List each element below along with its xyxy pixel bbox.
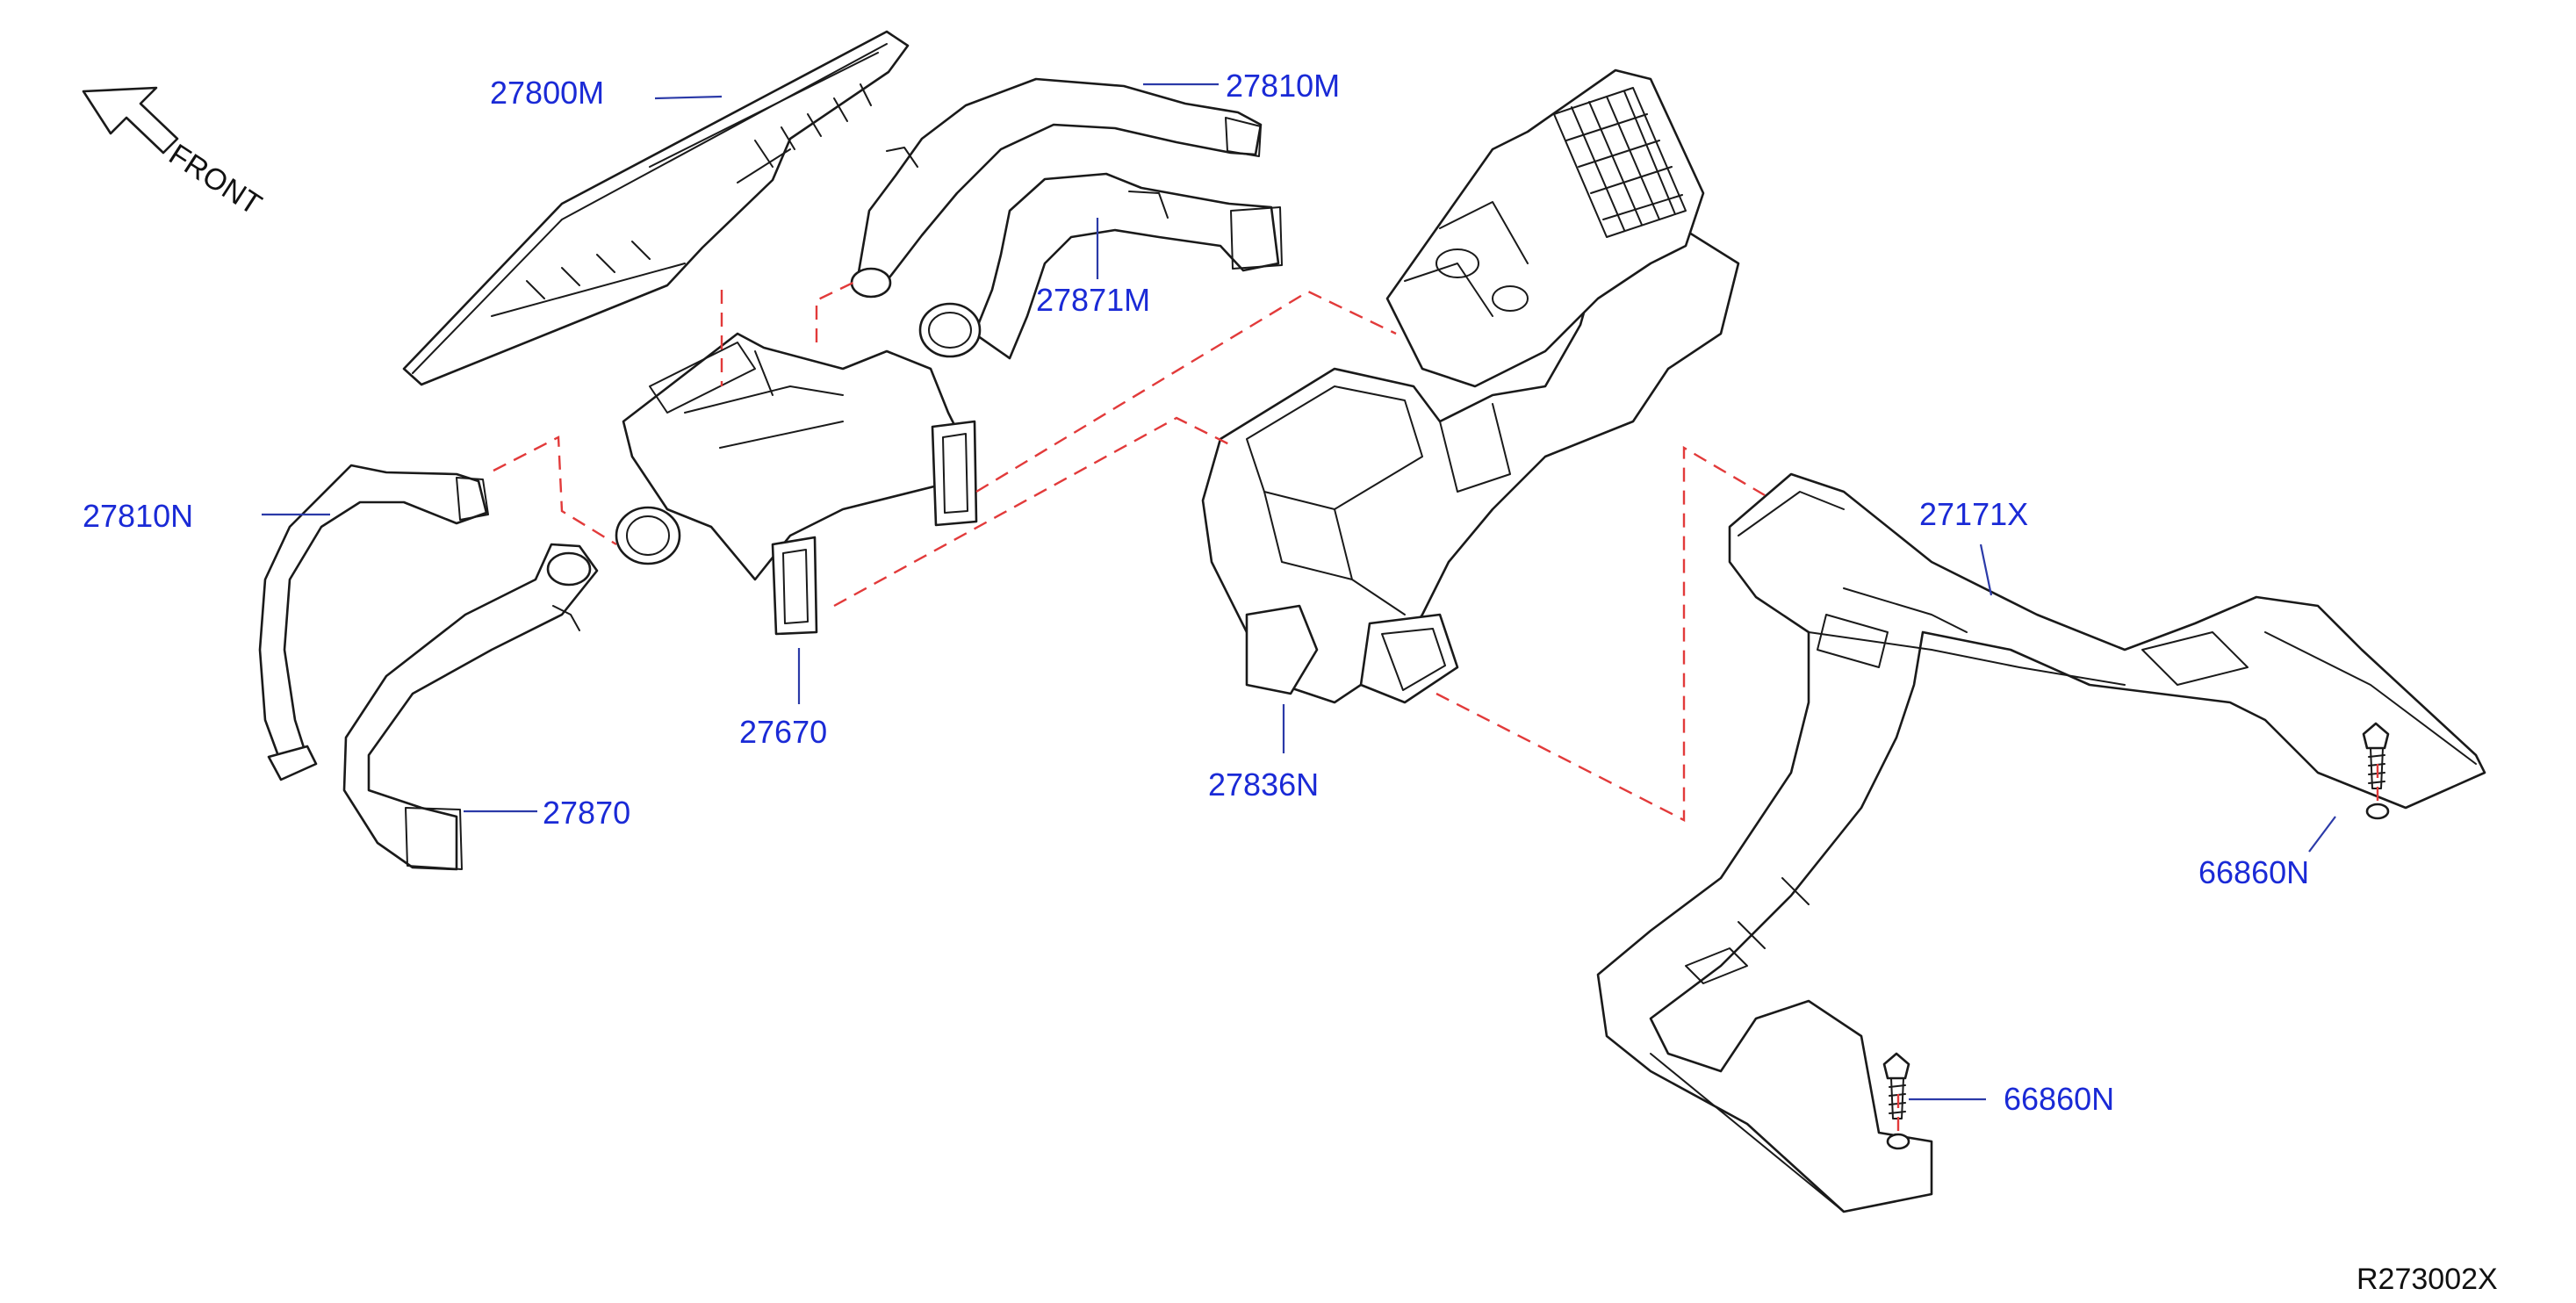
diagram-code: R273002X — [2357, 1263, 2498, 1296]
part-66860N-upper-bolt[interactable] — [2362, 722, 2390, 820]
front-label: FRONT — [163, 138, 268, 222]
part-27871M-center-duct[interactable] — [918, 172, 1283, 360]
callout-27800M: 27800M — [490, 75, 604, 111]
callout-27871M: 27871M — [1036, 282, 1150, 318]
callout-27810N: 27810N — [83, 498, 193, 534]
callout-27836N: 27836N — [1208, 767, 1319, 803]
evaporator-grid-icon — [1553, 87, 1687, 238]
callout-66860N-lower: 66860N — [2004, 1081, 2114, 1117]
callout-27670: 27670 — [739, 714, 827, 750]
part-27836N-heater-unit[interactable] — [1201, 218, 1740, 704]
callout-27810M: 27810M — [1226, 68, 1340, 104]
part-27810M-side-vent-duct[interactable] — [850, 77, 1263, 299]
callout-66860N-upper: 66860N — [2198, 854, 2309, 890]
callout-27870: 27870 — [543, 795, 630, 831]
part-27870-lower-duct[interactable] — [342, 543, 599, 871]
front-arrow-icon — [82, 86, 179, 155]
assembly-guide-lines — [493, 277, 2379, 1134]
part-27670-center-distribution-duct[interactable] — [615, 332, 978, 636]
part-27800M-defroster-nozzle[interactable] — [402, 30, 910, 386]
part-27836N-evaporator-housing[interactable] — [1385, 68, 1705, 388]
part-27810N-left-duct[interactable] — [258, 464, 489, 781]
callout-leader-lines — [262, 83, 2336, 1101]
callout-27171X: 27171X — [1919, 496, 2028, 532]
part-27171X-floor-duct[interactable] — [1596, 472, 2486, 1213]
